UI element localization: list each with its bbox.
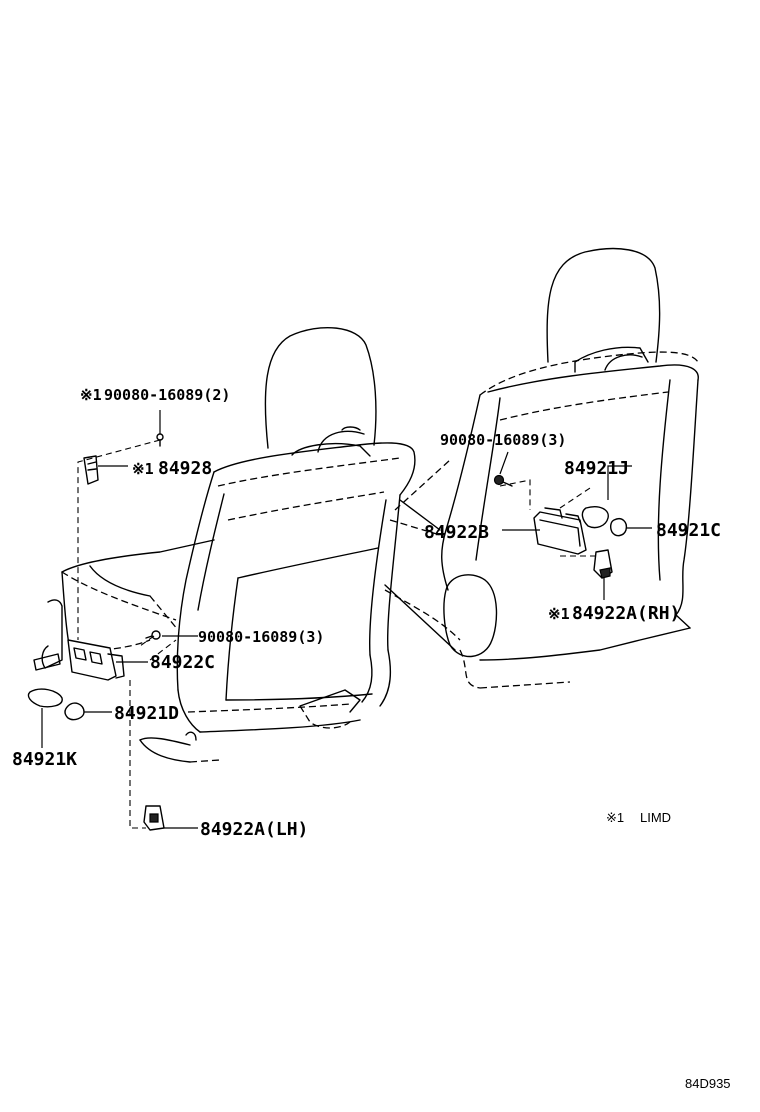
label-84922B: 84922B <box>424 522 489 543</box>
label-p3-marker: ※1 <box>132 460 154 478</box>
leader-lines <box>41 410 652 829</box>
label-84921C: 84921C <box>656 520 721 541</box>
label-84921K: 84921K <box>12 749 77 770</box>
label-84922A-RH: 84922A(RH) <box>572 603 680 624</box>
part-84921C <box>609 518 628 537</box>
label-90080-16089-3-right: 90080-16089(3) <box>440 431 566 449</box>
screw-part-right <box>493 474 513 487</box>
part-84922B <box>533 507 587 555</box>
label-84921J: 84921J <box>564 458 629 479</box>
label-84922A-LH: 84922A(LH) <box>200 819 308 840</box>
right-seat-drawing <box>384 247 699 689</box>
label-90080-16089-3-left: 90080-16089(3) <box>198 628 324 646</box>
screw-part-left <box>145 630 161 640</box>
part-84921J <box>581 506 609 529</box>
part-84922A-LH <box>143 805 165 831</box>
part-84921K <box>27 688 63 708</box>
left-seat-drawing <box>33 326 416 763</box>
note-text: LIMD <box>640 810 671 825</box>
part-84922A-RH <box>593 549 613 579</box>
label-84928: 84928 <box>158 458 212 479</box>
label-84921D: 84921D <box>114 703 179 724</box>
label-84922C: 84922C <box>150 652 215 673</box>
labels: ※1 90080-16089(2) 90080-16089(3) ※1 8492… <box>12 386 731 1091</box>
part-84921D <box>64 702 85 721</box>
label-p7-marker: ※1 <box>548 605 570 623</box>
part-84922C <box>67 639 125 681</box>
label-p1-marker: ※1 <box>80 386 102 404</box>
label-90080-16089-2: 90080-16089(2) <box>104 386 230 404</box>
diagram-code: 84D935 <box>685 1076 731 1091</box>
note-marker: ※1 <box>606 810 624 825</box>
part-84928 <box>83 455 99 485</box>
